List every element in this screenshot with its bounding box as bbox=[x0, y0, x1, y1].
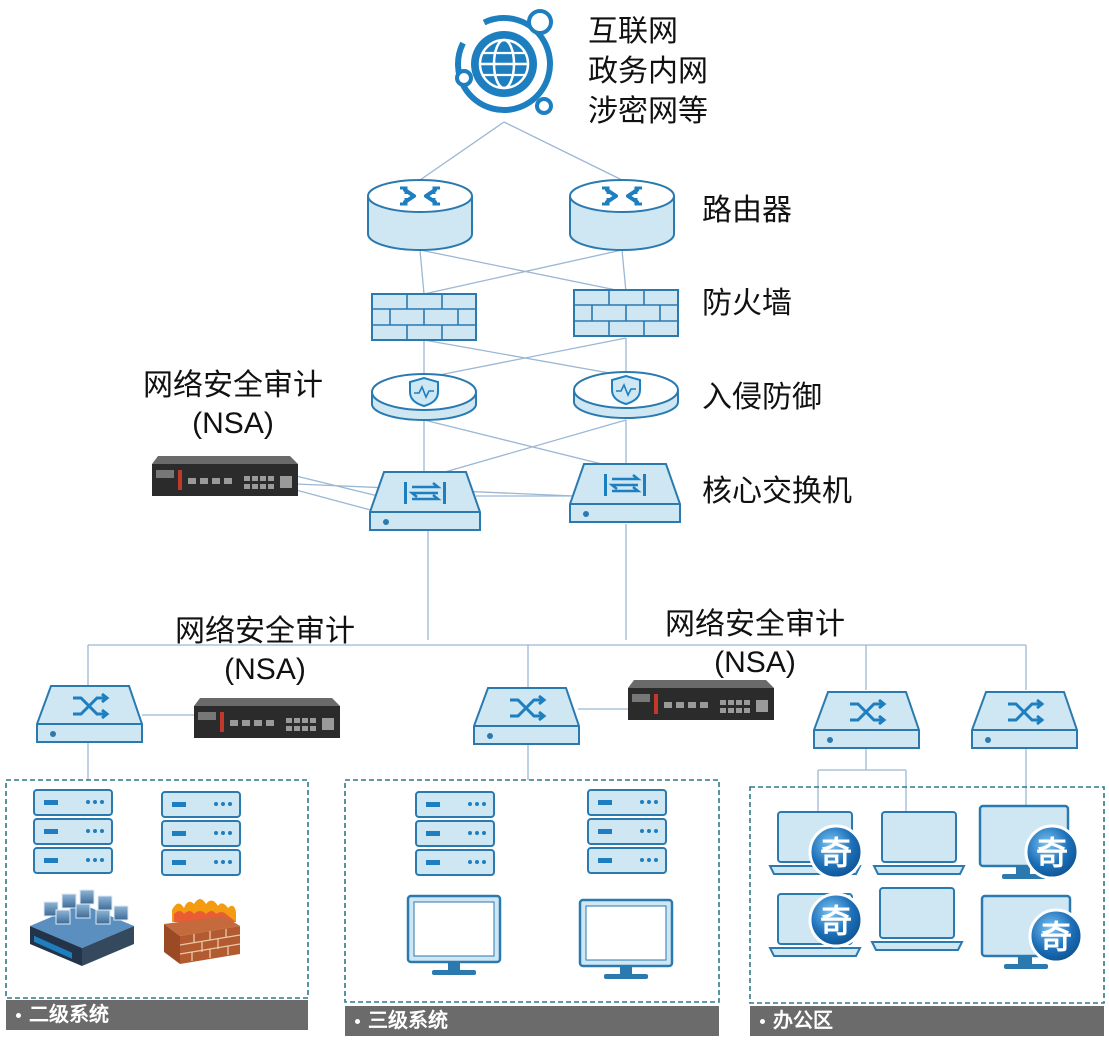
server-stack-2-icon bbox=[161, 791, 241, 876]
qi-badge-2: 奇 bbox=[1024, 824, 1080, 880]
ips-left-icon bbox=[371, 373, 477, 421]
nsa-appliance-right-icon bbox=[628, 680, 774, 720]
qi-badge-1: 奇 bbox=[808, 824, 864, 880]
vmware-virtualization-icon bbox=[30, 889, 134, 966]
zone-caption-level2: 二级系统 bbox=[6, 1000, 308, 1030]
nsa-left-sub: (NSA) bbox=[224, 653, 306, 686]
firewall-right-icon bbox=[573, 289, 679, 337]
core-switch-left-icon bbox=[369, 471, 481, 531]
access-switch-1-icon bbox=[36, 685, 143, 743]
label-firewall: 防火墙 bbox=[702, 287, 792, 320]
nsa-appliance-left-icon bbox=[194, 698, 340, 738]
zone-frame-office bbox=[749, 786, 1105, 1004]
monitor-1-icon bbox=[406, 894, 502, 975]
laptop-4-icon bbox=[870, 887, 964, 951]
connection-lines bbox=[87, 121, 1027, 812]
access-switch-2-icon bbox=[473, 687, 580, 745]
access-switch-4-icon bbox=[971, 691, 1078, 749]
label-ips: 入侵防御 bbox=[702, 381, 822, 414]
internet-globe-icon bbox=[455, 9, 553, 115]
firewall-left-icon bbox=[371, 293, 477, 341]
server-stack-4-icon bbox=[587, 789, 667, 874]
zone-caption-level3: 三级系统 bbox=[345, 1006, 719, 1036]
server-stack-1-icon bbox=[33, 789, 113, 874]
zone-frame-level3 bbox=[344, 779, 720, 1003]
label-router: 路由器 bbox=[702, 194, 792, 227]
svg-text:奇: 奇 bbox=[1036, 834, 1068, 872]
label-core-switch: 核心交换机 bbox=[702, 475, 852, 508]
zone-caption-level3-text: 三级系统 bbox=[368, 1010, 448, 1032]
ips-right-icon bbox=[573, 371, 679, 419]
nsa-right-title: 网络安全审计 bbox=[665, 608, 845, 641]
server-stack-3-icon bbox=[415, 791, 495, 876]
zone-caption-office-text: 办公区 bbox=[773, 1010, 833, 1032]
svg-text:奇: 奇 bbox=[1040, 918, 1072, 956]
label-internet: 互联网 bbox=[588, 15, 678, 48]
label-gov-intranet: 政务内网 bbox=[588, 55, 708, 88]
svg-text:奇: 奇 bbox=[820, 902, 852, 940]
qi-badge-4: 奇 bbox=[1028, 908, 1084, 964]
burning-wall-firewall-icon bbox=[164, 899, 241, 964]
access-switch-3-icon bbox=[813, 691, 920, 749]
svg-text:奇: 奇 bbox=[820, 834, 852, 872]
qi-badge-3: 奇 bbox=[808, 892, 864, 948]
nsa-top-sub: (NSA) bbox=[192, 407, 274, 440]
monitor-2-icon bbox=[578, 898, 674, 979]
router-left-icon bbox=[367, 179, 473, 251]
zone-caption-level2-text: 二级系统 bbox=[29, 1004, 109, 1026]
nsa-right-sub: (NSA) bbox=[714, 646, 796, 679]
nsa-appliance-top-icon bbox=[152, 456, 298, 496]
nsa-left-title: 网络安全审计 bbox=[175, 615, 355, 648]
laptop-2-icon bbox=[872, 811, 966, 875]
router-right-icon bbox=[569, 179, 675, 251]
zone-frame-level2 bbox=[5, 779, 309, 999]
zone-caption-office: 办公区 bbox=[750, 1006, 1104, 1036]
core-switch-right-icon bbox=[569, 463, 681, 523]
label-classified-net: 涉密网等 bbox=[588, 95, 708, 128]
nsa-top-title: 网络安全审计 bbox=[143, 369, 323, 402]
